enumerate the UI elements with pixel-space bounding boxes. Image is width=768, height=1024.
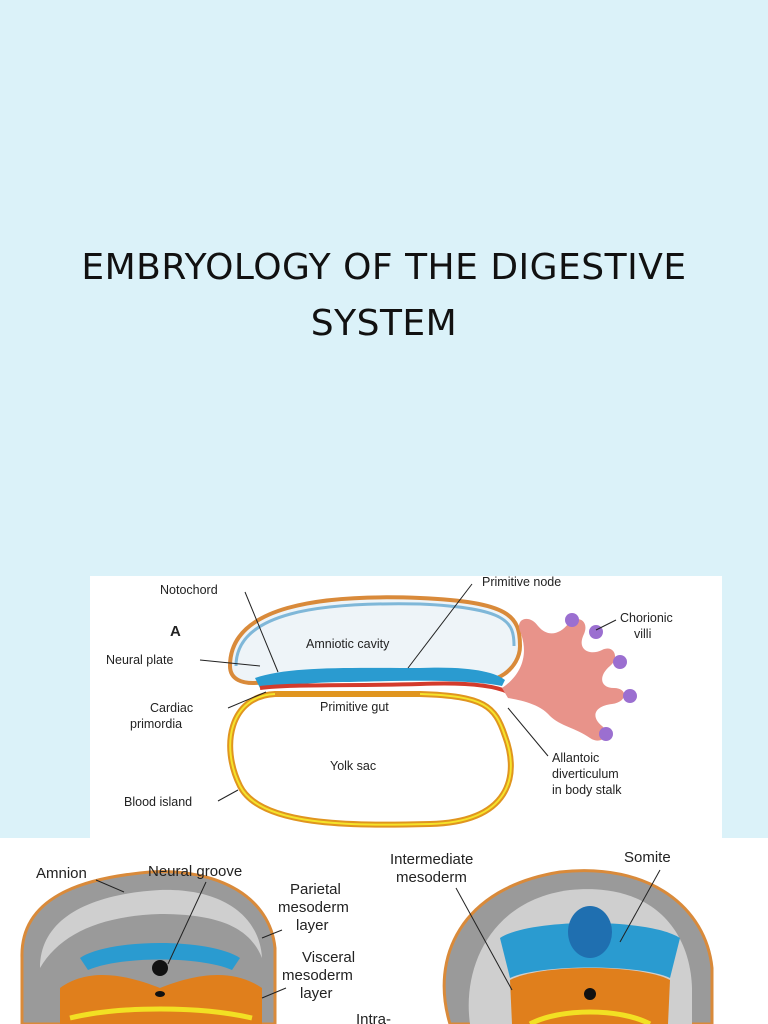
label-allantoic-2: diverticulum (552, 767, 619, 781)
label-intermediate-1: Intermediate (390, 851, 473, 868)
label-neural-groove: Neural groove (148, 863, 242, 880)
label-visceral-3: layer (300, 985, 333, 1002)
label-visceral-1: Visceral (302, 949, 355, 966)
label-blood-island: Blood island (124, 795, 192, 809)
label-parietal-1: Parietal (290, 881, 341, 898)
label-visceral-2: mesoderm (282, 967, 353, 984)
left-neural-groove (80, 943, 240, 970)
figure-b-diagram: Amnion Neural groove Parietal mesoderm l… (20, 849, 714, 1024)
label-amniotic-cavity: Amniotic cavity (306, 637, 390, 651)
label-neural-plate: Neural plate (106, 653, 173, 667)
label-notochord: Notochord (160, 583, 218, 597)
label-primitive-gut: Primitive gut (320, 700, 389, 714)
label-cardiac-2: primordia (130, 717, 182, 731)
figure-a-trilaminar-embryo: Notochord Primitive node Chorionic villi… (90, 576, 722, 838)
label-amnion: Amnion (36, 865, 87, 882)
label-chorionic-villi-2: villi (634, 627, 651, 641)
label-intra: Intra- (356, 1011, 391, 1024)
neural-plate (255, 667, 505, 688)
body-stalk (502, 618, 625, 741)
label-cardiac-1: Cardiac (150, 701, 193, 715)
label-allantoic-3: in body stalk (552, 783, 622, 797)
label-primitive-node: Primitive node (482, 576, 561, 589)
label-somite: Somite (624, 849, 671, 866)
panel-letter-a: A (170, 623, 181, 640)
label-parietal-3: layer (296, 917, 329, 934)
label-chorionic-villi-1: Chorionic (620, 611, 673, 625)
label-yolk-sac: Yolk sac (330, 759, 376, 773)
label-allantoic-1: Allantoic (552, 751, 599, 765)
label-intermediate-2: mesoderm (396, 869, 467, 886)
figure-b-embryo-cross-sections: Amnion Neural groove Parietal mesoderm l… (0, 838, 768, 1024)
figure-a-diagram: Notochord Primitive node Chorionic villi… (106, 576, 673, 828)
label-parietal-2: mesoderm (278, 899, 349, 916)
slide-title: EMBRYOLOGY OF THE DIGESTIVE SYSTEM (81, 247, 687, 344)
